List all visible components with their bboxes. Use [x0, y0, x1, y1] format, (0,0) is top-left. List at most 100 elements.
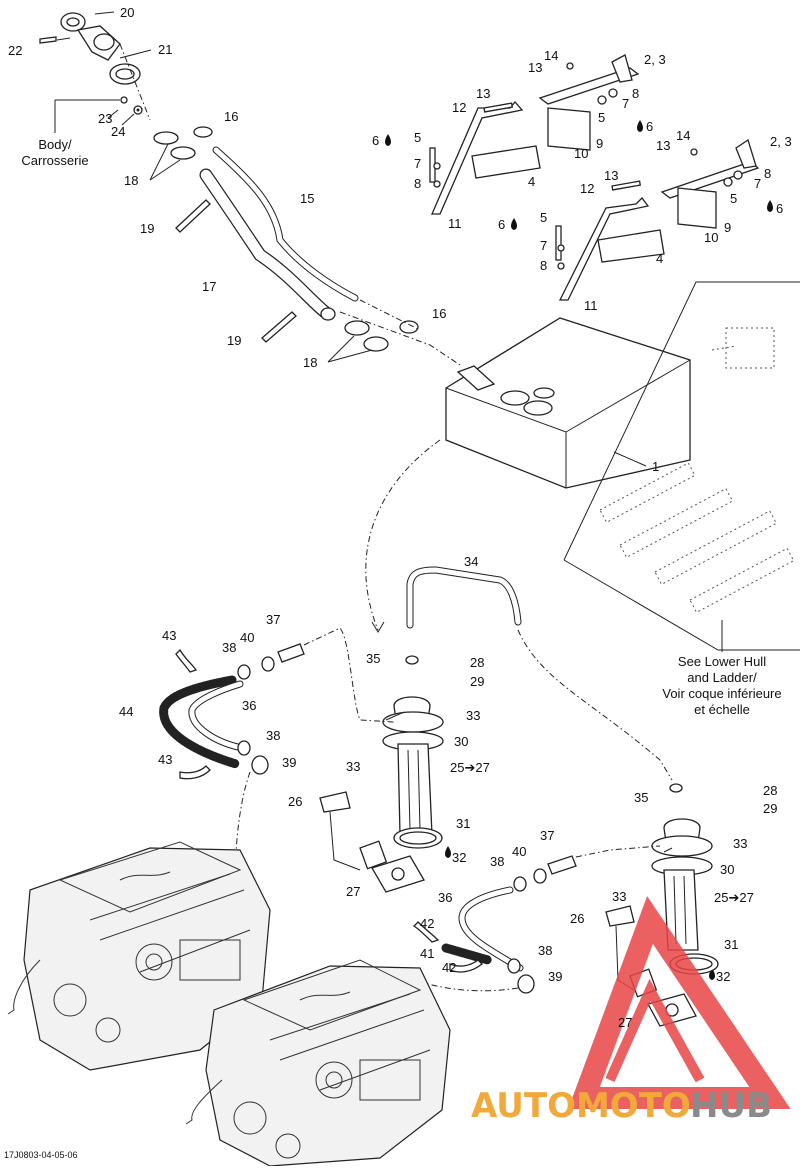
callout-20: 20	[120, 5, 134, 20]
brackets-9	[547, 107, 717, 229]
callout-8-lower: 8	[764, 166, 771, 181]
callout-23: 23	[98, 111, 112, 126]
filler-neck-opening	[93, 33, 115, 51]
rubber-pads	[471, 145, 665, 263]
callout-22: 22	[8, 43, 22, 58]
callout-5-upper-right: 5	[598, 110, 605, 125]
callout-29-left: 29	[470, 674, 484, 689]
callout-19-top: 19	[140, 221, 154, 236]
callout-19-bottom: 19	[227, 333, 241, 348]
callout-29-right: 29	[763, 801, 777, 816]
callout-32-right: 32	[716, 969, 730, 984]
callout-34: 34	[464, 554, 478, 569]
callout-13-lower-a: 13	[656, 138, 670, 153]
note-hull-1: See Lower Hull	[678, 654, 766, 669]
callout-38-right-top: 38	[490, 854, 504, 869]
callout-13-upper-a: 13	[528, 60, 542, 75]
callout-6-lower-right: 6	[776, 201, 783, 216]
callout-16-top: 16	[224, 109, 238, 124]
callout-5-upper-left: 5	[414, 130, 421, 145]
vent-hose-15	[212, 146, 359, 302]
callout-37-left: 37	[266, 612, 280, 627]
callout-14-upper: 14	[544, 48, 558, 63]
callout-26-right: 26	[570, 911, 584, 926]
callout-27-left: 27	[346, 884, 360, 899]
callout-33-left-a: 33	[466, 708, 480, 723]
fuel-pump-right	[605, 783, 719, 1027]
callout-25-left: 25➔27	[450, 760, 490, 775]
fuel-hose-left-group	[159, 627, 395, 780]
note-body-1: Body/	[38, 137, 72, 152]
watermark-logo: AUTOMOTO HUB	[471, 896, 791, 1126]
note-hull-3: Voir coque inférieure	[662, 686, 781, 701]
callout-7-upper: 7	[622, 96, 629, 111]
callout-36-left: 36	[242, 698, 256, 713]
note-hull-4: et échelle	[694, 702, 750, 717]
body-reference	[54, 96, 143, 133]
watermark-word-b: HUB	[690, 1086, 772, 1126]
callout-33-right-b: 33	[612, 889, 626, 904]
callout-37-right: 37	[540, 828, 554, 843]
callout-8-upper: 8	[632, 86, 639, 101]
callout-42-bottom: 42	[442, 960, 456, 975]
drop-icons	[385, 120, 773, 980]
callout-36-right: 36	[438, 890, 452, 905]
callout-28-left: 28	[470, 655, 484, 670]
callout-27-right: 27	[618, 1015, 632, 1030]
callout-9-upper: 9	[596, 136, 603, 151]
ladder-sketch	[711, 327, 775, 369]
callout-16-bottom: 16	[432, 306, 446, 321]
callout-38-right-bottom: 38	[538, 943, 552, 958]
callout-12-lower: 12	[580, 181, 594, 196]
callout-17: 17	[202, 279, 216, 294]
callout-30-left: 30	[454, 734, 468, 749]
callout-1: 1	[652, 459, 659, 474]
callout-33-left-b: 33	[346, 759, 360, 774]
callout-7-lower-left: 7	[540, 238, 547, 253]
callout-15: 15	[300, 191, 314, 206]
callout-4-lower: 4	[656, 251, 663, 266]
engine-bottom	[185, 959, 451, 1167]
filler-cap-center	[66, 17, 80, 27]
callout-33-right-a: 33	[733, 836, 747, 851]
callout-5-lower-right: 5	[730, 191, 737, 206]
cable-ties	[175, 199, 297, 343]
callout-18-bottom: 18	[303, 355, 317, 370]
fuel-tank	[445, 317, 691, 489]
filler-gasket-inner	[115, 68, 135, 80]
fuel-line-34	[406, 566, 522, 629]
fuel-pump-left	[319, 655, 444, 893]
callout-43-top: 43	[162, 628, 176, 643]
note-body-2: Carrosserie	[21, 153, 88, 168]
callout-10-lower: 10	[704, 230, 718, 245]
callout-labels: 20 21 22 23 24 16 18 15 19 17 19 16 18 1…	[8, 5, 792, 1030]
callout-38-left-bottom: 38	[266, 728, 280, 743]
note-hull-2: and Ladder/	[687, 670, 757, 685]
callout-42-top: 42	[420, 916, 434, 931]
watermark-word-a: AUTOMOTO	[471, 1086, 691, 1126]
callout-40-left: 40	[240, 630, 254, 645]
callout-9-lower: 9	[724, 220, 731, 235]
callout-39-right: 39	[548, 969, 562, 984]
drawing-code: 17J0803-04-05-06	[4, 1150, 78, 1160]
hose-clamps-bottom	[344, 320, 419, 352]
callout-39-left: 39	[282, 755, 296, 770]
callout-13-upper-b: 13	[476, 86, 490, 101]
callout-43-bottom: 43	[158, 752, 172, 767]
callout-31-left: 31	[456, 816, 470, 831]
lower-hull-reference	[563, 281, 800, 652]
callout-2-3-upper: 2, 3	[644, 52, 666, 67]
screw-22	[39, 36, 57, 44]
callout-5-lower-left: 5	[540, 210, 547, 225]
callout-32-left: 32	[452, 850, 466, 865]
callout-4-upper: 4	[528, 174, 535, 189]
callout-7-lower: 7	[754, 176, 761, 191]
bolts-5	[429, 62, 743, 270]
callout-8-lower-left: 8	[540, 258, 547, 273]
callout-30-right: 30	[720, 862, 734, 877]
callout-7-upper-left: 7	[414, 156, 421, 171]
callout-38-left-top: 38	[222, 640, 236, 655]
callout-11-lower: 11	[584, 298, 598, 313]
